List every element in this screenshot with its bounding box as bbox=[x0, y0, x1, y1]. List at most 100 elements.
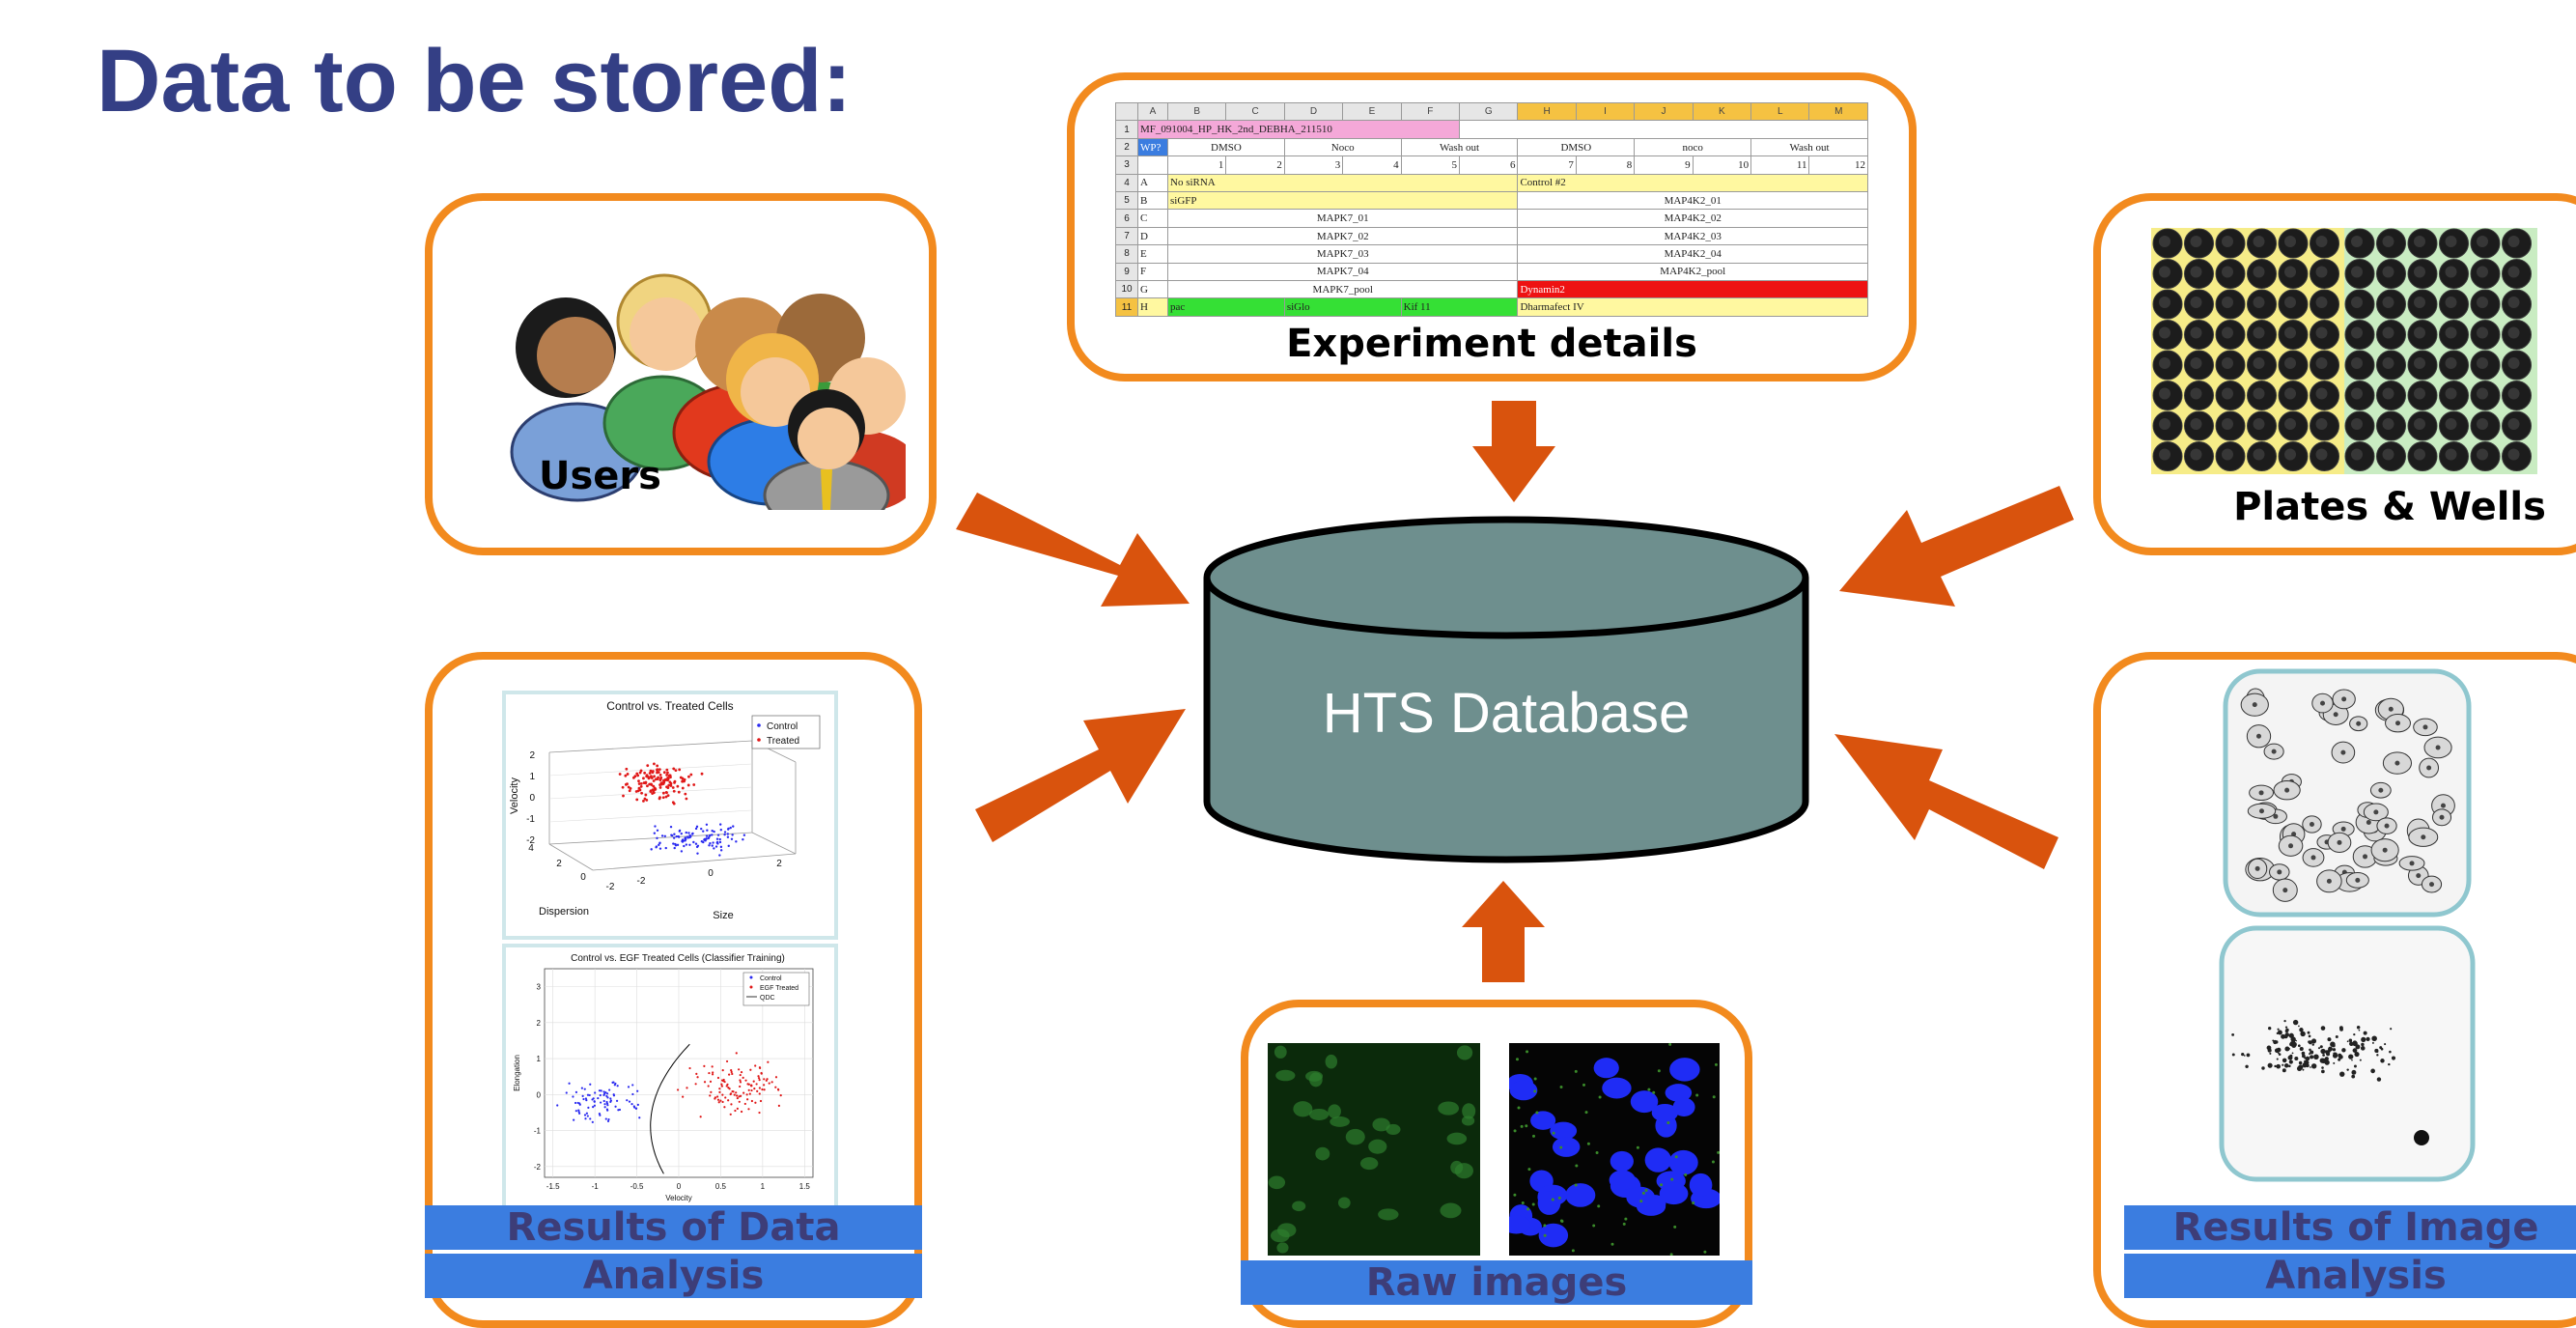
chart-axis-line bbox=[548, 832, 753, 845]
speckle bbox=[2321, 1069, 2325, 1074]
well-texture bbox=[2507, 297, 2520, 308]
speckle bbox=[1531, 1202, 1535, 1206]
data-point bbox=[587, 1106, 590, 1109]
y-tick-label: 3 bbox=[537, 983, 542, 992]
speckle bbox=[2301, 1054, 2306, 1059]
speckle bbox=[1571, 1249, 1575, 1253]
data-point bbox=[711, 844, 714, 847]
nucleus-blob bbox=[1626, 1186, 1656, 1208]
data-point bbox=[729, 1113, 732, 1116]
data-point bbox=[727, 1099, 730, 1102]
data-point bbox=[656, 764, 659, 768]
data-point bbox=[735, 840, 738, 843]
well-texture bbox=[2190, 357, 2202, 369]
speckle bbox=[2308, 1040, 2310, 1043]
data-point bbox=[763, 1078, 766, 1081]
data-point bbox=[752, 1080, 755, 1083]
speckle bbox=[2291, 1041, 2297, 1047]
well-texture bbox=[2351, 357, 2363, 369]
speckle bbox=[2360, 1046, 2366, 1051]
nucleus-blob bbox=[1509, 1215, 1531, 1234]
data-point bbox=[659, 781, 663, 785]
speckle bbox=[1652, 1090, 1656, 1094]
speckle bbox=[2261, 1066, 2265, 1070]
data-point bbox=[711, 1073, 714, 1076]
data-point bbox=[726, 828, 730, 831]
legend-label: QDC bbox=[760, 995, 775, 1002]
qdc-curve bbox=[650, 1043, 690, 1174]
well-texture bbox=[2382, 357, 2394, 369]
data-point bbox=[671, 801, 675, 805]
data-point bbox=[652, 784, 656, 788]
data-point bbox=[739, 1081, 742, 1084]
well-texture bbox=[2445, 448, 2457, 461]
data-point bbox=[757, 1075, 760, 1078]
cell-nucleus bbox=[2337, 839, 2342, 845]
data-point bbox=[672, 789, 676, 793]
speckle bbox=[2301, 1051, 2306, 1056]
database-cylinder-icon bbox=[1203, 516, 1809, 863]
speckle bbox=[2357, 1046, 2360, 1049]
cell-nucleus bbox=[2277, 869, 2282, 875]
data-point bbox=[658, 797, 661, 801]
speckle bbox=[2287, 1055, 2293, 1060]
data-point bbox=[636, 1089, 639, 1092]
data-point bbox=[609, 1097, 612, 1100]
speckle bbox=[1669, 1253, 1673, 1256]
data-point bbox=[756, 1089, 759, 1093]
cell-nucleus bbox=[2429, 882, 2435, 888]
z-tick-label: 2 bbox=[529, 750, 535, 761]
well-texture bbox=[2159, 326, 2170, 339]
data-point bbox=[630, 1102, 633, 1106]
well-texture bbox=[2382, 297, 2394, 308]
data-point bbox=[592, 1106, 595, 1109]
sheet-col-header: D bbox=[1283, 101, 1344, 122]
speckle bbox=[2321, 1066, 2324, 1069]
data-point bbox=[750, 1084, 753, 1087]
speckle bbox=[2353, 1033, 2356, 1036]
speckle bbox=[1575, 1164, 1579, 1168]
cell-blob bbox=[1276, 1242, 1289, 1254]
data-point bbox=[644, 781, 648, 785]
arrow-users-to-db bbox=[956, 493, 1190, 607]
speckle bbox=[1551, 1198, 1554, 1201]
data-point bbox=[725, 1085, 728, 1088]
speckle bbox=[2298, 1025, 2300, 1028]
speckle bbox=[1657, 1069, 1661, 1073]
data-point bbox=[678, 768, 682, 772]
well-texture bbox=[2222, 448, 2233, 461]
data-point bbox=[774, 1076, 778, 1079]
sheet-col-header: H bbox=[1517, 101, 1577, 122]
chart-axis-line bbox=[548, 740, 753, 753]
well-texture bbox=[2315, 357, 2328, 369]
classifier-chart: Control vs. EGF Treated Cells (Classifie… bbox=[513, 953, 814, 1202]
well-texture bbox=[2477, 297, 2488, 308]
speckle bbox=[2338, 1055, 2343, 1060]
data-point bbox=[660, 834, 664, 837]
well-texture bbox=[2222, 326, 2233, 339]
sheet-cell: 10 bbox=[1692, 155, 1752, 175]
data-point bbox=[721, 1079, 725, 1083]
data-point bbox=[685, 831, 687, 834]
cell-nucleus bbox=[2309, 821, 2314, 827]
speckle bbox=[2390, 1028, 2393, 1031]
data-point bbox=[740, 1110, 743, 1114]
data-point bbox=[750, 1088, 753, 1092]
y-tick-label: 0 bbox=[537, 1090, 542, 1099]
well-texture bbox=[2190, 236, 2202, 247]
well-texture bbox=[2414, 448, 2425, 461]
data-point bbox=[637, 779, 640, 783]
sheet-cell: 11 bbox=[1750, 155, 1810, 175]
data-point bbox=[688, 1066, 691, 1070]
arrow-plates-to-db bbox=[1839, 486, 2074, 607]
data-point bbox=[758, 1066, 762, 1069]
users-label: Users bbox=[539, 454, 661, 498]
speckle bbox=[1674, 1155, 1678, 1159]
data-point bbox=[719, 829, 723, 832]
data-point bbox=[656, 829, 659, 833]
well-plate-image bbox=[2151, 228, 2537, 474]
data-point bbox=[672, 767, 676, 771]
data-point bbox=[618, 1108, 622, 1112]
x-tick-label: -1 bbox=[592, 1182, 600, 1191]
